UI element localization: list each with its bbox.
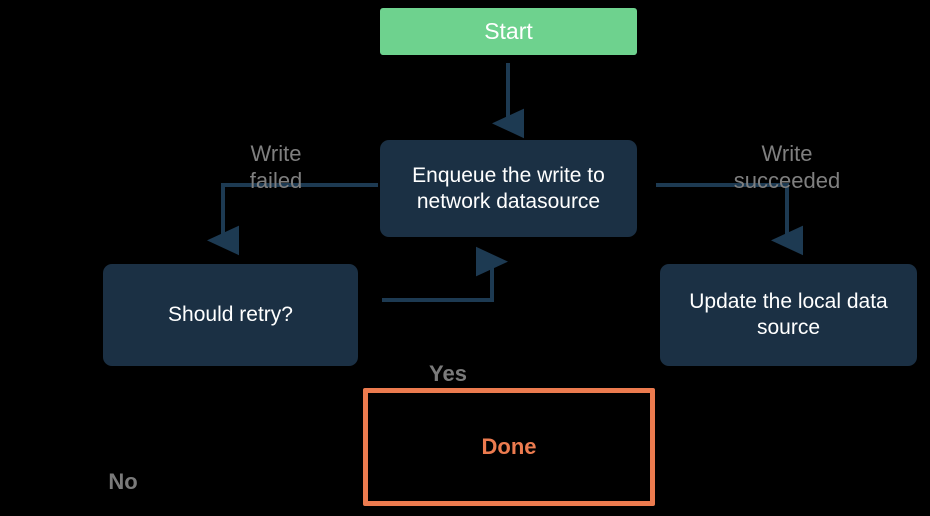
edge-label-write-succeeded-text: Write succeeded: [733, 140, 841, 193]
node-start-label: Start: [484, 18, 533, 45]
edge-label-no: No: [73, 442, 173, 496]
edge-label-yes-text: Yes: [429, 360, 467, 386]
edge-label-no-text: No: [108, 468, 138, 494]
edge-should-retry-yes: [382, 246, 508, 302]
node-done-label: Done: [481, 433, 537, 459]
node-update-local-data-source-label: Update the local data source: [689, 290, 888, 339]
edge-label-write-failed-text: Write failed: [249, 140, 303, 193]
node-enqueue-write-label: Enqueue the write to network datasource: [412, 163, 605, 213]
node-should-retry-label: Should retry?: [168, 303, 293, 327]
edge-label-yes: Yes: [398, 334, 498, 388]
node-enqueue-write[interactable]: Enqueue the write to network datasource: [380, 140, 637, 237]
node-update-local-data-source[interactable]: Update the local data source: [660, 264, 917, 366]
edge-label-write-succeeded: Write succeeded: [675, 114, 899, 194]
node-done[interactable]: Done: [363, 388, 655, 506]
node-should-retry[interactable]: Should retry?: [103, 264, 358, 366]
node-start[interactable]: Start: [380, 8, 637, 55]
edge-label-write-failed: Write failed: [196, 114, 356, 194]
